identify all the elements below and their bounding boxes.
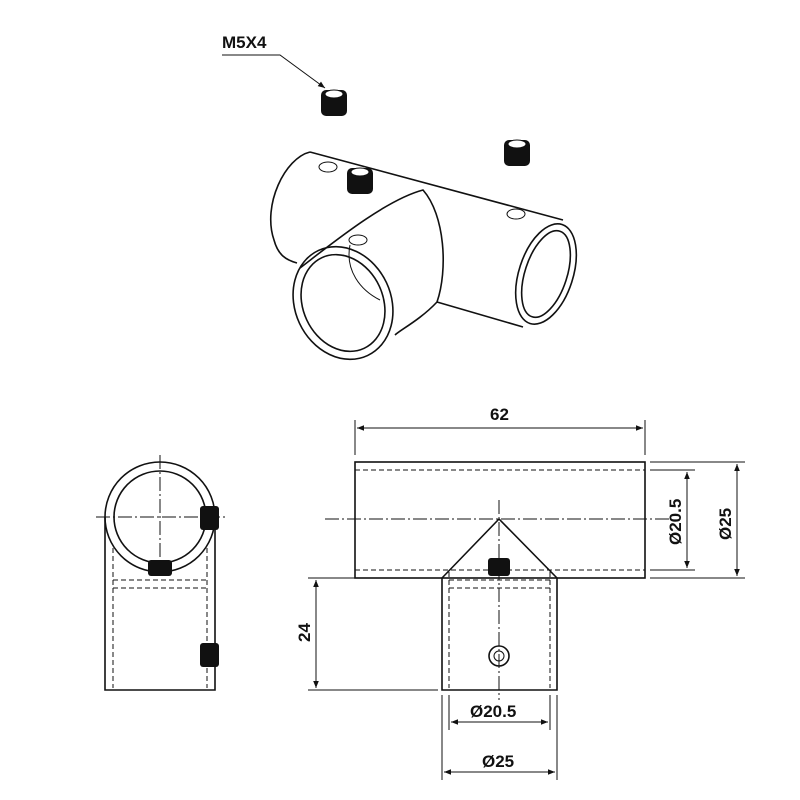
dimensions: 62 Ø20.5 Ø25 24 Ø20.5 Ø25 [295,405,745,780]
screw-icon [321,89,347,116]
screw-icon [148,560,172,576]
dim-branch-height: 24 [295,623,314,642]
screw-icon [200,506,219,530]
screw-hole-icon [488,645,510,667]
dim-main-inner-diameter: Ø20.5 [666,499,685,545]
screw-icon [347,167,373,194]
callout-leader [222,54,326,89]
front-view [325,461,670,700]
dim-branch-inner-diameter: Ø20.5 [470,702,516,721]
dim-overall-length: 62 [490,405,509,424]
screw-icon [200,643,219,667]
dim-main-outer-diameter: Ø25 [716,508,735,540]
screw-icon [504,139,530,166]
screw-callout-label: M5X4 [222,33,267,52]
dim-branch-outer-diameter: Ø25 [482,752,514,771]
side-view [96,455,225,691]
screw-icon [488,558,510,576]
isometric-view: M5X4 [222,33,578,361]
